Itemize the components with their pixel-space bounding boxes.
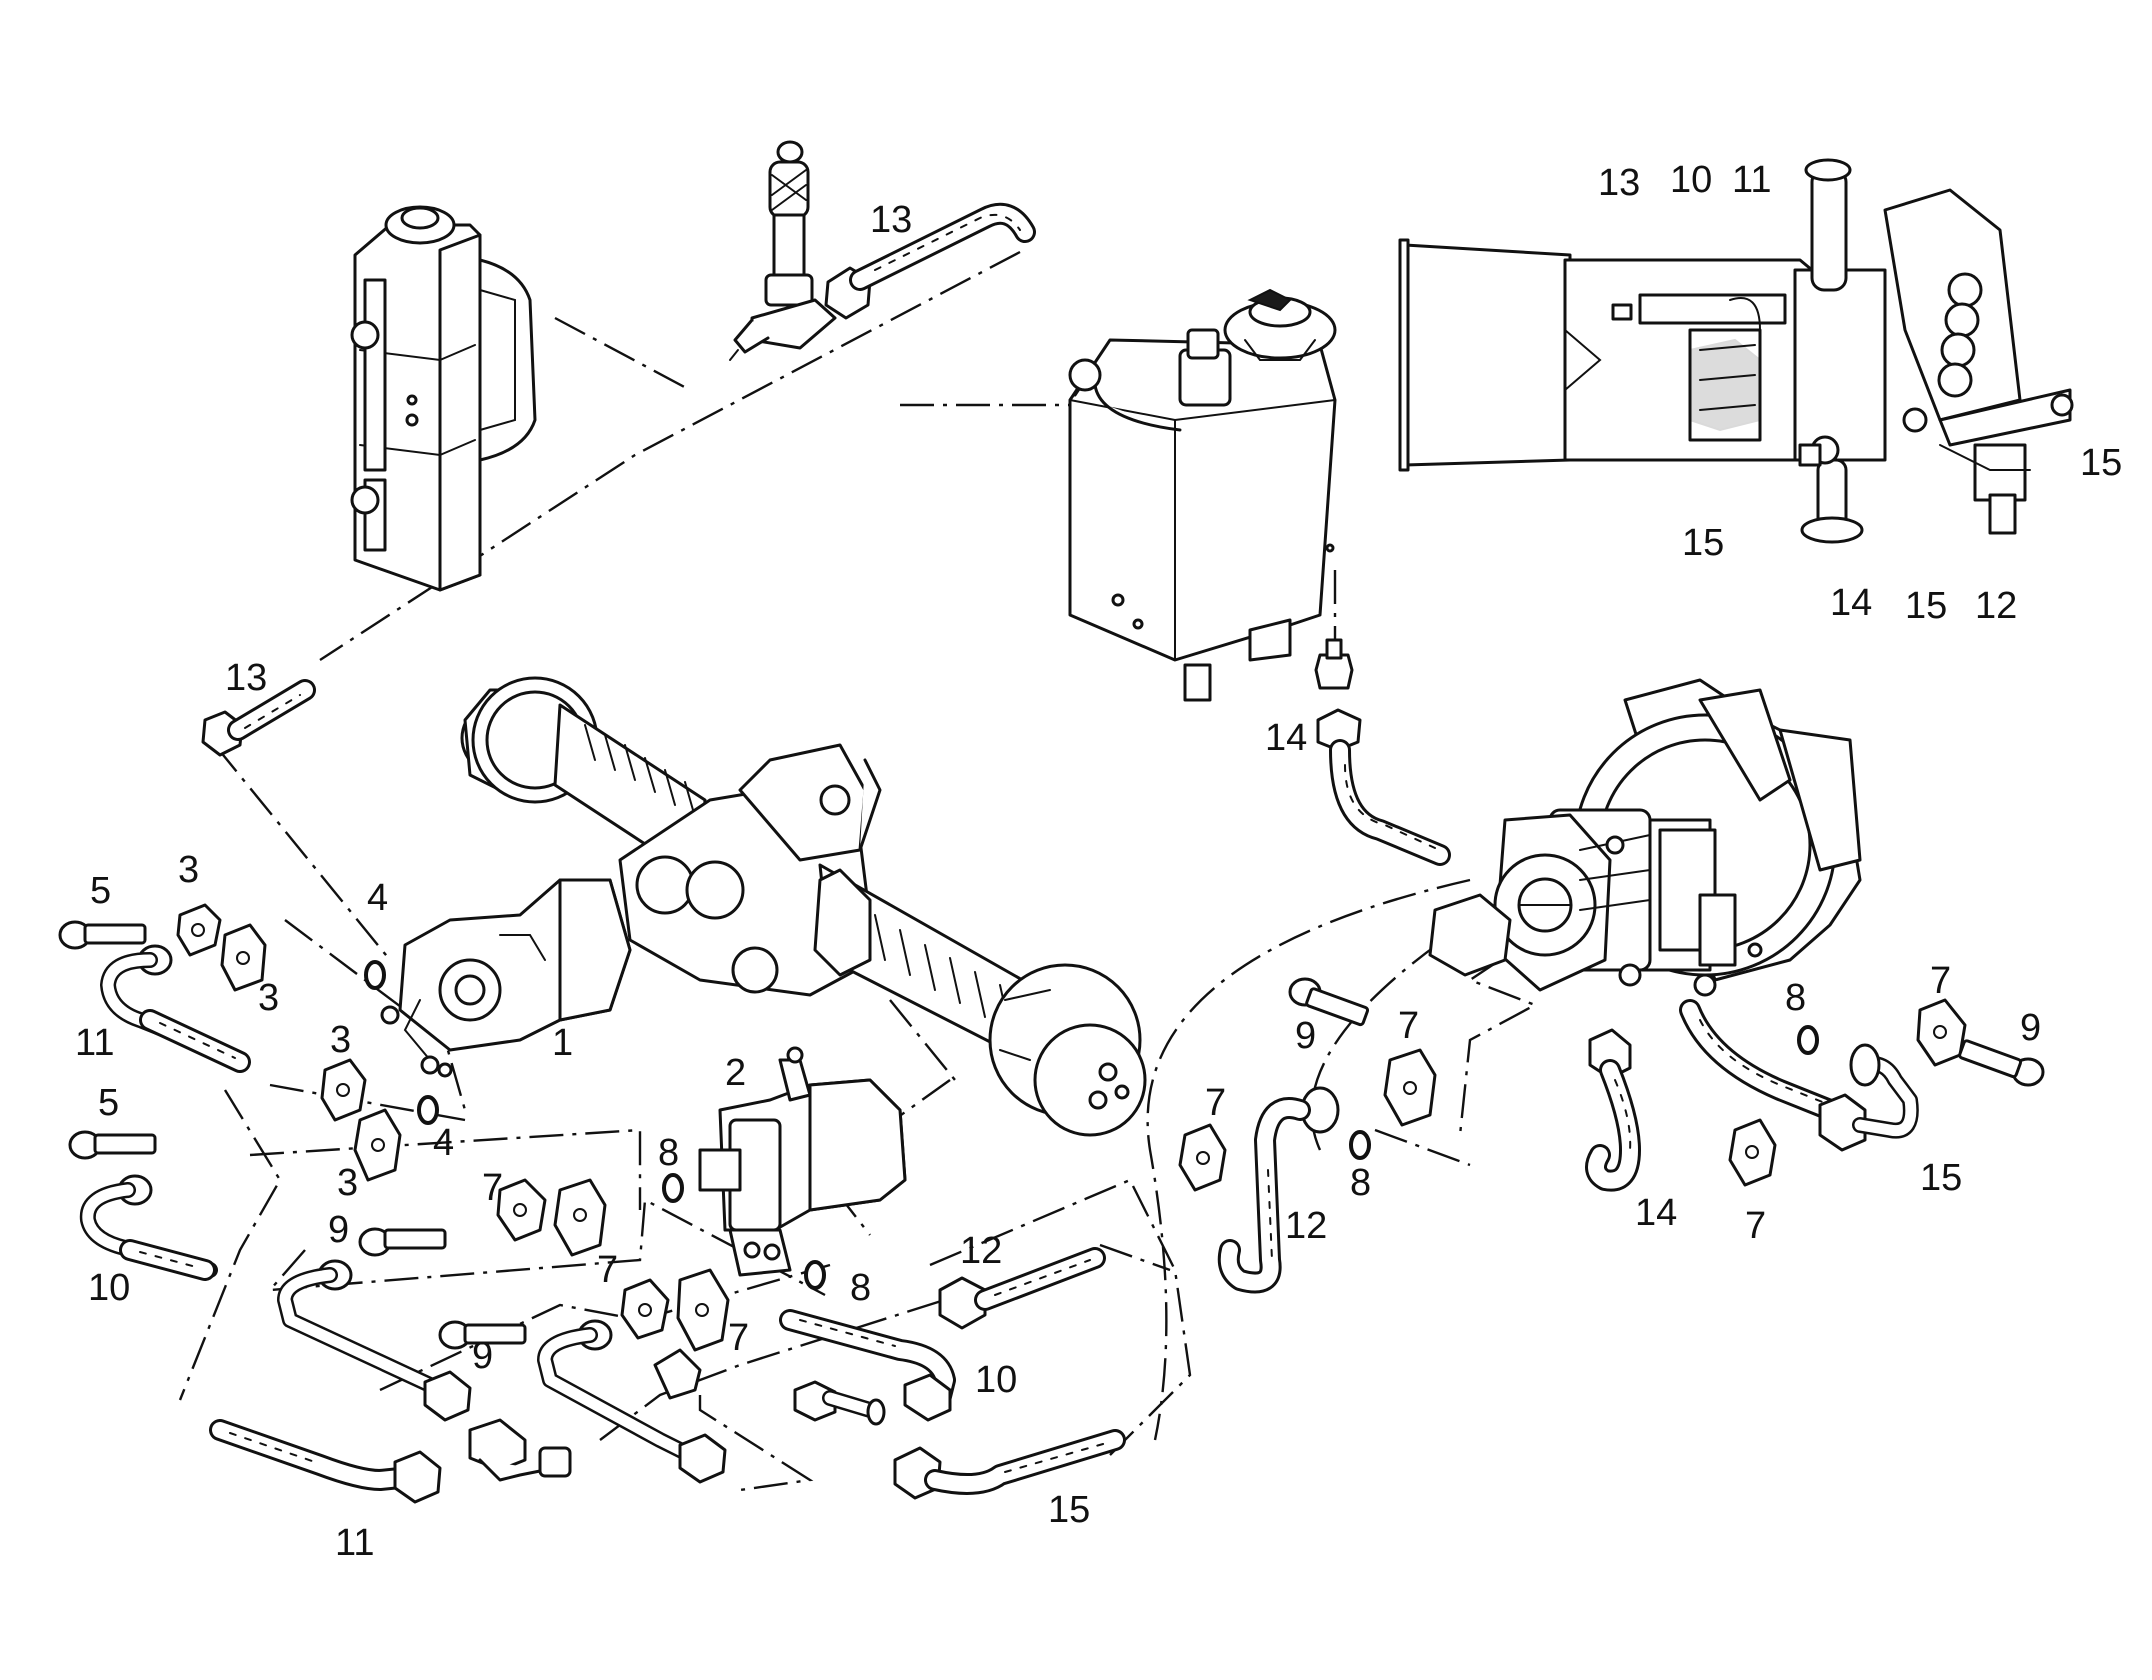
callout-8-lower: 8 bbox=[850, 1267, 871, 1309]
hose-13-lower bbox=[201, 679, 316, 757]
callout-7-far-right: 7 bbox=[1930, 960, 1951, 1002]
callout-12-center: 12 bbox=[960, 1230, 1002, 1272]
main-hydraulic-pump bbox=[1428, 678, 1862, 997]
pipe-11-bottom bbox=[209, 1259, 572, 1504]
callout-8-right: 8 bbox=[1350, 1162, 1371, 1204]
callout-13-left: 13 bbox=[225, 657, 267, 699]
callout-10-center: 10 bbox=[975, 1359, 1017, 1401]
callout-9-mid: 9 bbox=[328, 1209, 349, 1251]
callout-3-mid-b: 3 bbox=[337, 1162, 358, 1204]
callout-11-bottom: 11 bbox=[335, 1522, 374, 1564]
callout-14-inset: 14 bbox=[1830, 582, 1872, 624]
callout-14-tank: 14 bbox=[1265, 717, 1307, 759]
hydraulic-motor-2 bbox=[698, 1046, 907, 1277]
callout-15-inset-right: 15 bbox=[2080, 442, 2122, 484]
pipe-14-tank bbox=[1314, 638, 1451, 866]
test-coupling-fitting bbox=[729, 140, 837, 361]
callout-9-far-right: 9 bbox=[2020, 1007, 2041, 1049]
callout-numbers: 13 13 13 10 11 15 15 14 15 12 14 5 3 4 3… bbox=[75, 159, 2122, 1564]
callout-4-lower: 4 bbox=[433, 1122, 454, 1164]
callout-7-lower-a: 7 bbox=[597, 1249, 618, 1291]
inset-pump-assembly bbox=[1398, 158, 2074, 544]
pipe-10-center bbox=[779, 1309, 956, 1422]
callout-2-motor: 2 bbox=[725, 1052, 746, 1094]
pipe-12-center bbox=[938, 1247, 1106, 1330]
callout-13-inset: 13 bbox=[1598, 162, 1640, 204]
callout-9-right: 9 bbox=[1295, 1015, 1316, 1057]
hose-14-pump bbox=[1585, 1028, 1641, 1192]
callout-3-upper-b: 3 bbox=[258, 977, 279, 1019]
pipe-lower-center bbox=[537, 1319, 727, 1484]
callout-15-far-right: 15 bbox=[1920, 1157, 1962, 1199]
pipe-10-left bbox=[79, 1174, 218, 1281]
callout-5-lower: 5 bbox=[98, 1082, 119, 1124]
callout-15-inset-bottom: 15 bbox=[1905, 585, 1947, 627]
callout-11-inset: 11 bbox=[1732, 159, 1771, 201]
callout-7-mid: 7 bbox=[482, 1167, 503, 1209]
callout-3-upper-a: 3 bbox=[178, 849, 199, 891]
pipe-11-upper bbox=[100, 944, 251, 1073]
callout-10-left: 10 bbox=[88, 1267, 130, 1309]
callout-1-motor: 1 bbox=[552, 1022, 573, 1064]
callout-8-far-right: 8 bbox=[1785, 977, 1806, 1019]
callout-15-inset-left: 15 bbox=[1682, 522, 1724, 564]
callout-12-inset: 12 bbox=[1975, 585, 2017, 627]
hose-13-upper bbox=[824, 202, 1036, 320]
callout-7-lower-b: 7 bbox=[728, 1317, 749, 1359]
pipe-12-right bbox=[1217, 1086, 1340, 1294]
hose-15-pump bbox=[1679, 999, 1919, 1152]
callout-13-top: 13 bbox=[870, 199, 912, 241]
hydraulic-motor-1 bbox=[380, 878, 632, 1078]
callout-12-right: 12 bbox=[1285, 1205, 1327, 1247]
callout-7-right-a: 7 bbox=[1205, 1082, 1226, 1124]
hydraulic-tank bbox=[1068, 288, 1337, 702]
drive-axle bbox=[460, 676, 1147, 1137]
axle-ribs-left bbox=[584, 724, 696, 818]
split-flange-halves bbox=[176, 903, 1967, 1352]
callout-15-bottom: 15 bbox=[1048, 1489, 1090, 1531]
pipe-15-bottom bbox=[793, 1380, 1126, 1500]
socket-head-bolts bbox=[58, 920, 2045, 1350]
callout-5-upper: 5 bbox=[90, 870, 111, 912]
solenoid-valve-block bbox=[350, 205, 537, 592]
o-rings bbox=[364, 960, 1819, 1290]
callout-4-upper: 4 bbox=[367, 877, 388, 919]
callout-8-mid: 8 bbox=[658, 1132, 679, 1174]
callout-7-right-b: 7 bbox=[1398, 1005, 1419, 1047]
callout-10-inset: 10 bbox=[1670, 159, 1712, 201]
callout-7-bottom-right: 7 bbox=[1745, 1205, 1766, 1247]
callout-9-lower: 9 bbox=[472, 1335, 493, 1377]
callout-3-mid-a: 3 bbox=[330, 1019, 351, 1061]
assembly-leader-lines bbox=[178, 250, 1538, 1492]
callout-14-right: 14 bbox=[1635, 1192, 1677, 1234]
callout-11-upper-left: 11 bbox=[75, 1022, 114, 1064]
